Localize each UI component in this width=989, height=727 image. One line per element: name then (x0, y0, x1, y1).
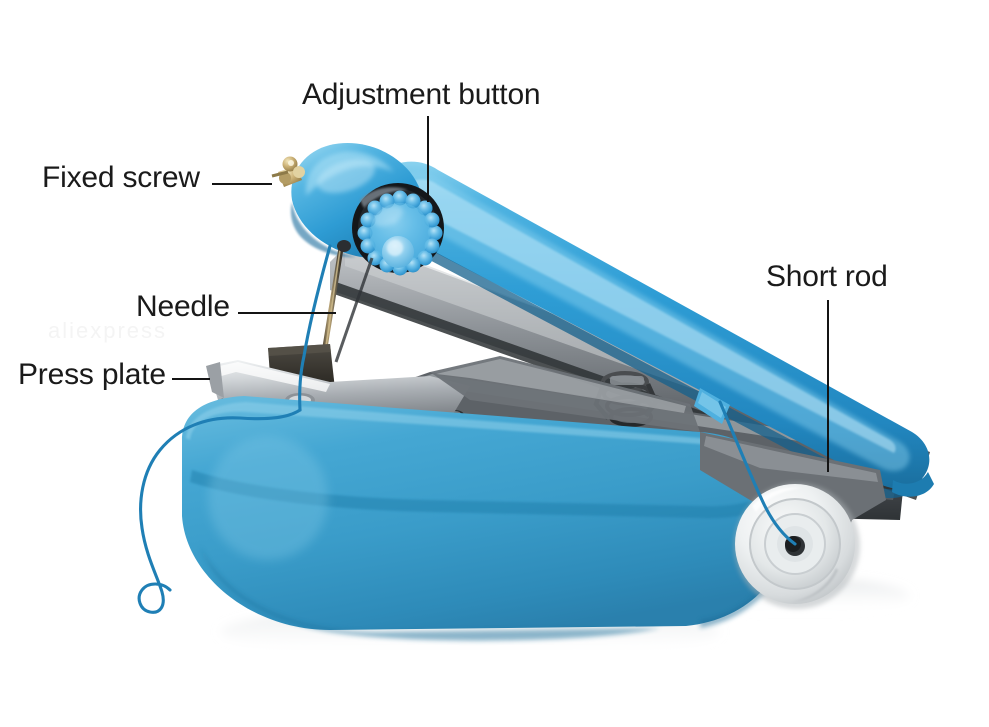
leader-press-plate (172, 378, 210, 380)
label-needle: Needle (136, 290, 230, 323)
right-chrome-plate (430, 356, 700, 432)
label-short-rod: Short rod (766, 260, 888, 293)
handle-tab (694, 388, 730, 424)
blue-body (182, 396, 791, 641)
blue-upper-handle (368, 161, 934, 499)
thread (137, 244, 797, 614)
watermark: aliexpress (48, 318, 168, 343)
label-fixed-screw: Fixed screw (42, 161, 200, 194)
leader-needle (238, 312, 336, 314)
leader-short-rod (827, 300, 829, 472)
hand-wheel (734, 483, 860, 609)
label-press-plate: Press plate (18, 358, 166, 391)
label-adjustment-button: Adjustment button (302, 78, 541, 111)
adjustment-knob (357, 190, 443, 276)
leader-adjustment-button (427, 116, 429, 202)
fixed-screw (271, 156, 305, 187)
leader-fixed-screw (212, 183, 272, 185)
